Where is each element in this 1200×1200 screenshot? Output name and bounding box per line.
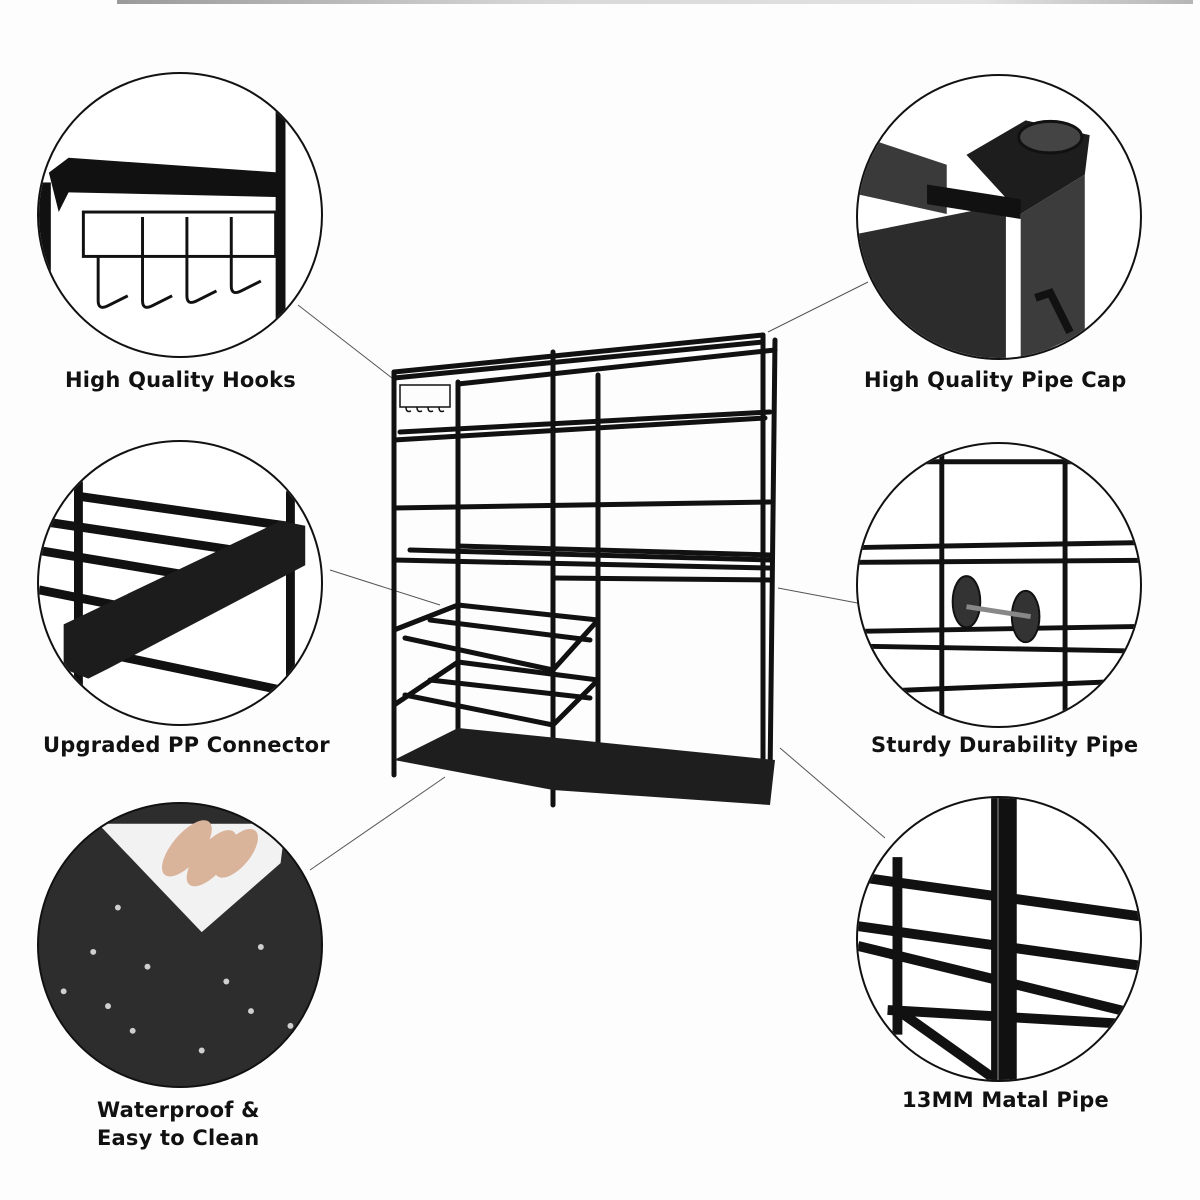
feature-label-pipe-cap: High Quality Pipe Cap — [864, 368, 1127, 392]
shoe-rack-product-image — [370, 320, 820, 820]
feature-circle-metal-pipe — [856, 796, 1142, 1082]
feature-label-waterproof: Waterproof & Easy to Clean — [97, 1096, 260, 1152]
feature-label-pp-connector: Upgraded PP Connector — [43, 733, 330, 757]
feature-label-metal-pipe: 13MM Matal Pipe — [902, 1088, 1109, 1112]
top-divider-bar — [117, 0, 1193, 4]
pp-connector-detail-image — [39, 481, 321, 724]
metal-pipe-detail-image — [858, 798, 1140, 1080]
feature-circle-durability-pipe — [856, 442, 1142, 728]
feature-circle-hooks — [37, 72, 323, 358]
feature-label-hooks: High Quality Hooks — [65, 368, 296, 392]
pipe-cap-detail-image — [858, 119, 1090, 358]
feature-circle-pipe-cap — [856, 74, 1142, 360]
feature-label-waterproof-line2: Easy to Clean — [97, 1126, 260, 1150]
hooks-detail-image — [39, 103, 286, 356]
waterproof-detail-image — [39, 804, 321, 1086]
durability-pipe-detail-image — [858, 444, 1140, 726]
feature-circle-waterproof — [37, 802, 323, 1088]
feature-label-durability-pipe: Sturdy Durability Pipe — [871, 733, 1139, 757]
feature-circle-pp-connector — [37, 440, 323, 726]
feature-label-waterproof-line1: Waterproof & — [97, 1098, 260, 1122]
